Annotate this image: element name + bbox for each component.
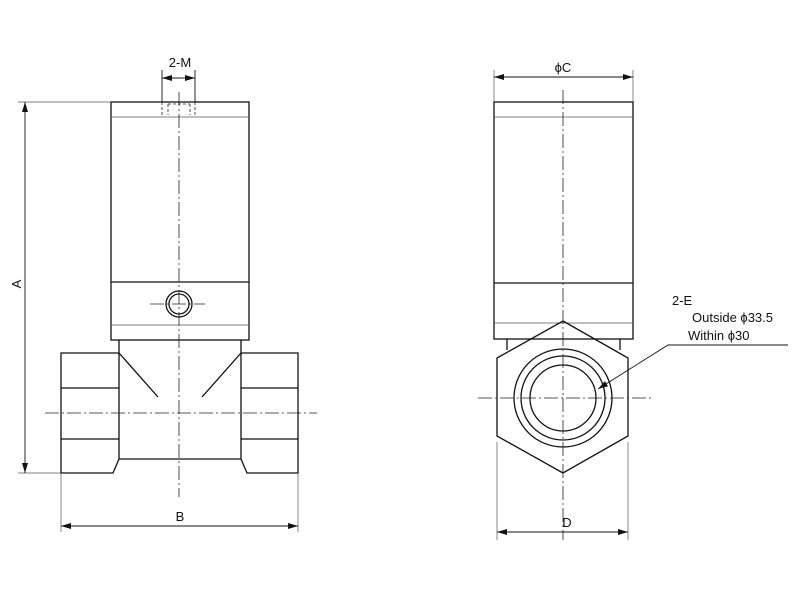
label-outside-dia: Outside ϕ33.5 (692, 310, 773, 325)
dim-label-m: 2-M (169, 55, 191, 70)
side-view: 2-E Outside ϕ33.5 Within ϕ30 ϕC D (478, 60, 788, 540)
label-within-dia: Within ϕ30 (688, 328, 749, 343)
dim-label-b: B (176, 509, 185, 524)
dim-label-a: A (9, 279, 24, 288)
actuator-body (110, 101, 250, 341)
actuator-body-side (493, 101, 634, 340)
label-2e: 2-E (672, 293, 693, 308)
dim-label-d: D (562, 515, 571, 530)
front-view: 2-M A B (9, 55, 317, 532)
valve-neck (118, 340, 242, 460)
hex-body (496, 320, 629, 474)
dim-label-c: ϕC (555, 60, 572, 75)
